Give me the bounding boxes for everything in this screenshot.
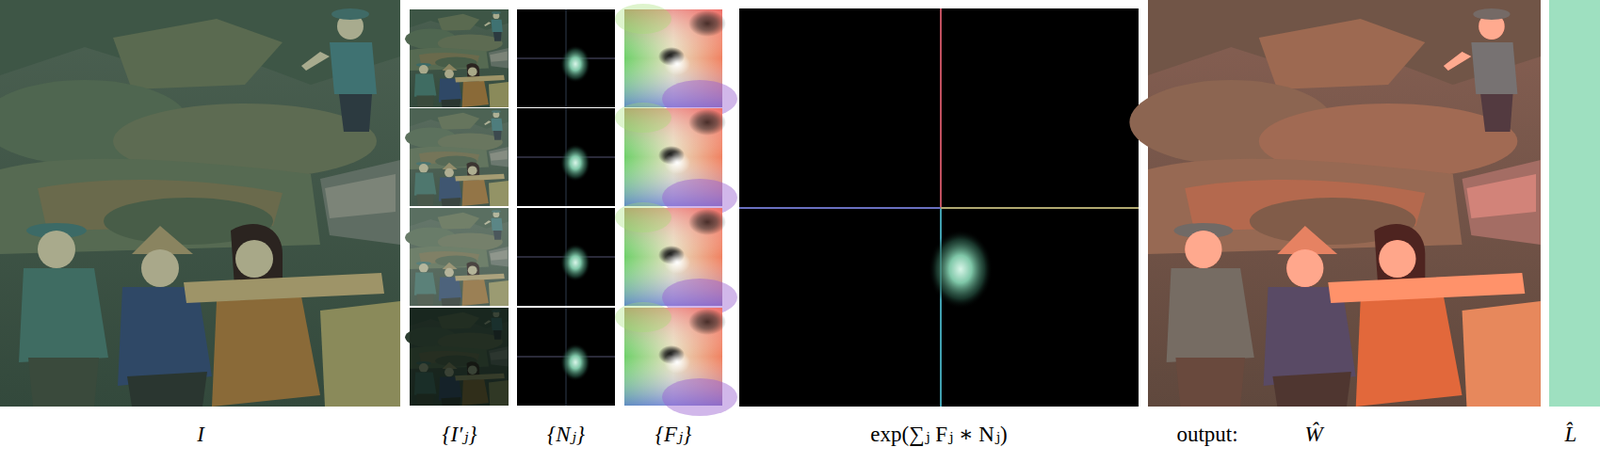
- panel-label: Ŵ: [1304, 421, 1323, 449]
- panel-label: output:: [1176, 421, 1238, 449]
- panel-label: exp(∑ⱼ Fⱼ ∗ Nⱼ): [870, 421, 1007, 449]
- panel-label: L̂: [1565, 421, 1578, 449]
- panel-label: {Fⱼ}: [655, 421, 693, 449]
- input-image: [0, 0, 401, 407]
- panel-label: I: [196, 421, 205, 449]
- panel-label: {Nⱼ}: [547, 421, 585, 449]
- panel-label: {I′ⱼ}: [441, 421, 477, 449]
